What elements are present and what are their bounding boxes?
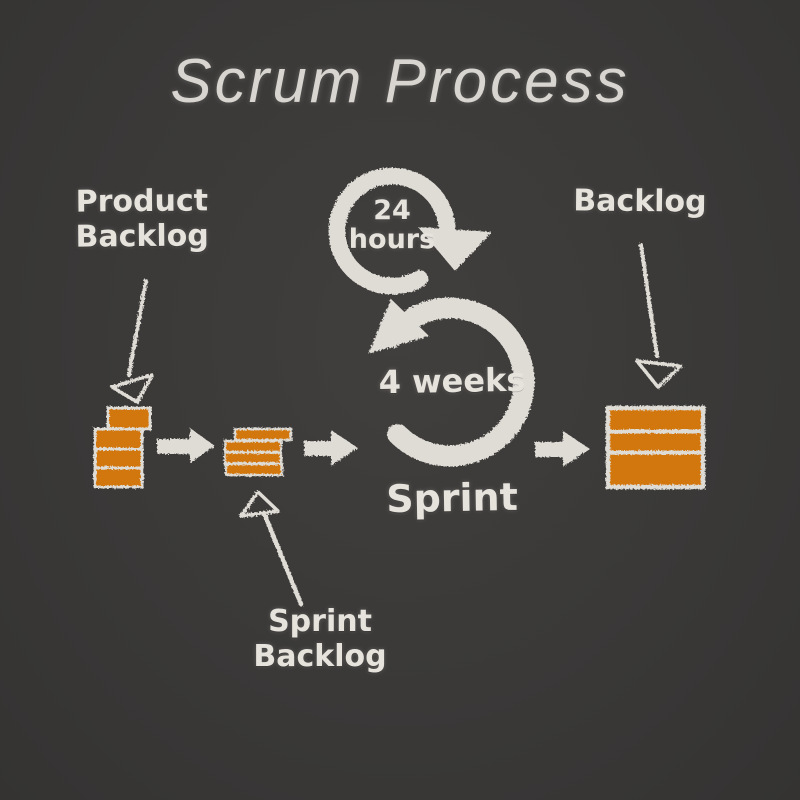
sprint-backlog-planks-icon xyxy=(223,427,293,477)
flow-arrow-1-icon xyxy=(157,428,215,463)
product-backlog-stack-icon xyxy=(93,406,152,489)
sprint-label: Sprint xyxy=(385,474,519,522)
product-backlog-label-line2: Backlog xyxy=(75,218,209,255)
sprint-backlog-label: Sprint Backlog xyxy=(230,604,410,674)
flow-arrow-2-icon xyxy=(304,430,358,466)
backlog-label: Backlog xyxy=(573,183,707,220)
daily-cycle-arrow-icon xyxy=(328,167,492,295)
sprint-cycle-arrow-icon xyxy=(368,297,535,467)
product-backlog-label: Product Backlog xyxy=(52,183,233,255)
flow-arrow-3-icon xyxy=(535,431,590,467)
backlog-pointer-arrow-icon xyxy=(635,243,683,389)
daily-cycle-unit: hours xyxy=(348,224,436,255)
backlog-box-icon xyxy=(605,405,706,490)
sprint-backlog-label-line2: Backlog xyxy=(253,639,387,674)
sprint-backlog-label-line1: Sprint xyxy=(268,604,372,639)
product-backlog-label-line1: Product xyxy=(75,183,209,220)
page-title: Scrum Process xyxy=(170,47,630,116)
sprint-backlog-pointer-arrow-icon xyxy=(239,490,304,607)
sprint-cycle-duration-label: 4 weeks xyxy=(378,360,526,402)
product-backlog-pointer-arrow-icon xyxy=(110,279,154,404)
daily-cycle-value: 24 xyxy=(373,195,411,226)
daily-cycle-label: 24 hours xyxy=(330,196,454,254)
